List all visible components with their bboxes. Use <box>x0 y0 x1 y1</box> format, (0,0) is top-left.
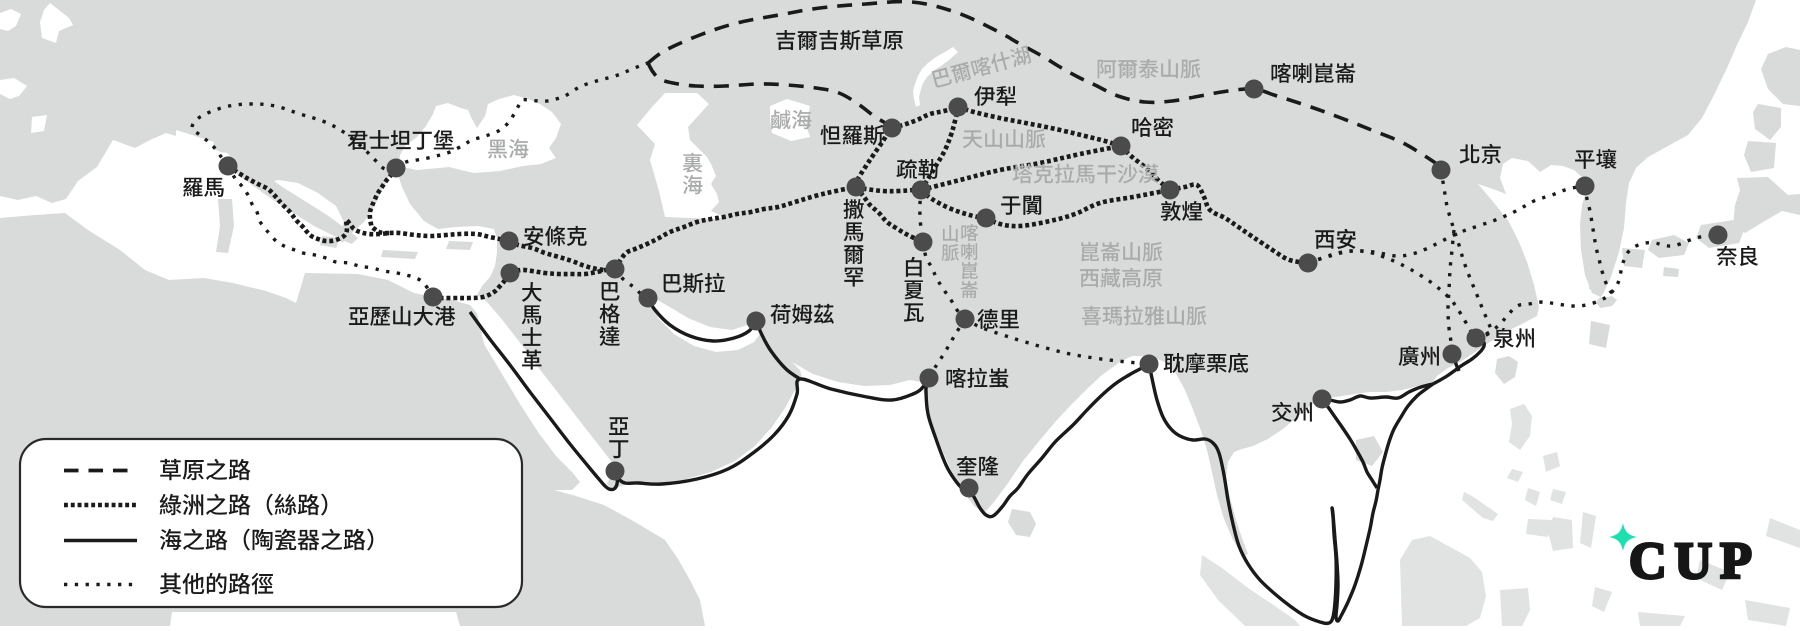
svg-text:CUP: CUP <box>1629 533 1760 590</box>
